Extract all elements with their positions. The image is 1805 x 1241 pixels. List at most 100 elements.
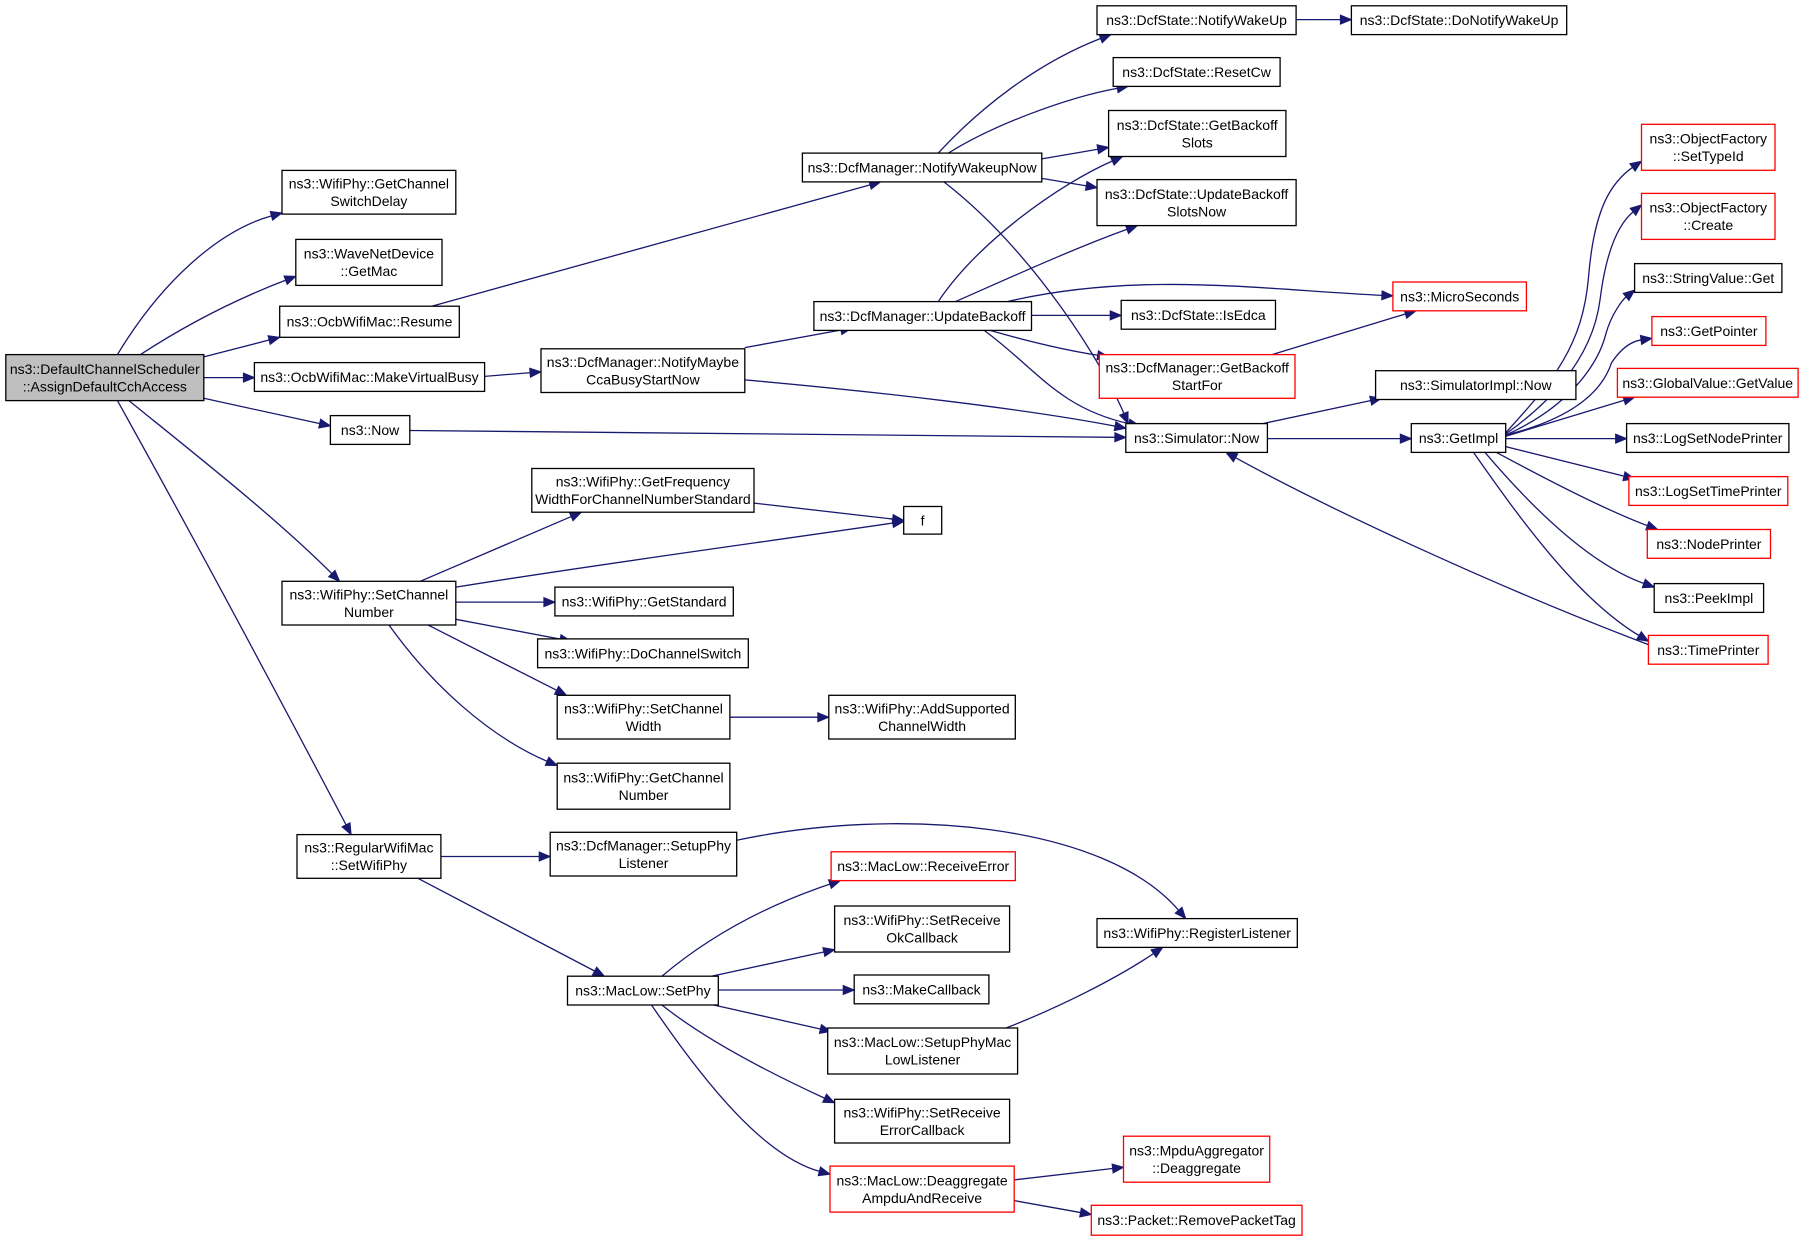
edge-line — [650, 1004, 821, 1173]
node-updateBackoff[interactable]: ns3::DcfManager::UpdateBackoff — [813, 300, 1033, 332]
node-label: ns3::DcfManager::NotifyWakeupNow — [808, 160, 1038, 176]
arrowhead-icon — [1109, 156, 1124, 166]
node-setTypeId[interactable]: ns3::ObjectFactory::SetTypeId — [1640, 123, 1776, 171]
node-box — [329, 414, 411, 446]
node-ocbMakeVirtualBusy[interactable]: ns3::OcbWifiMac::MakeVirtualBusy — [253, 361, 486, 393]
node-getPointer[interactable]: ns3::GetPointer — [1651, 315, 1767, 347]
arrowhead-icon — [842, 984, 856, 996]
node-getFreqWidth[interactable]: ns3::WifiPhy::GetFrequencyWidthForChanne… — [531, 467, 755, 513]
node-label: ns3::WifiPhy::AddSupported — [835, 700, 1010, 716]
node-doChannelSwitch[interactable]: ns3::WifiPhy::DoChannelSwitch — [536, 638, 749, 669]
node-box — [281, 580, 457, 626]
node-timePrinter[interactable]: ns3::TimePrinter — [1647, 634, 1769, 665]
edge-line — [388, 624, 549, 763]
arrowhead-icon — [553, 685, 568, 696]
node-label: ns3::DefaultChannelScheduler — [10, 361, 200, 377]
arrowhead-icon — [269, 210, 284, 222]
node-box — [1350, 5, 1568, 36]
edge-line — [744, 379, 1117, 427]
node-label: ::AssignDefaultCchAccess — [23, 378, 187, 394]
node-label: ns3::DcfManager::UpdateBackoff — [820, 308, 1026, 324]
node-waveGetMac[interactable]: ns3::WaveNetDevice::GetMac — [295, 238, 443, 287]
node-microSeconds[interactable]: ns3::MicroSeconds — [1392, 281, 1528, 312]
node-label: ns3::WifiPhy::GetFrequency — [556, 474, 730, 490]
edge-updateBackoff-to-getBackoffStartFor — [989, 329, 1110, 361]
node-f[interactable]: f — [903, 505, 943, 535]
node-macLowSetPhy[interactable]: ns3::MacLow::SetPhy — [566, 975, 719, 1006]
node-logSetNodePrinter[interactable]: ns3::LogSetNodePrinter — [1625, 422, 1790, 454]
node-simulatorNow[interactable]: ns3::Simulator::Now — [1125, 422, 1269, 454]
node-notifyWakeupNow[interactable]: ns3::DcfManager::NotifyWakeupNow — [801, 152, 1043, 183]
node-label: ns3::GetImpl — [1419, 430, 1498, 446]
edge-line — [1234, 456, 1649, 646]
edge-line — [661, 883, 832, 977]
edge-setupPhyListener-to-registerListener — [736, 823, 1187, 920]
node-mpduDeaggregate[interactable]: ns3::MpduAggregator::Deaggregate — [1122, 1135, 1271, 1183]
edge-line — [1484, 451, 1646, 585]
node-globalValueGetValue[interactable]: ns3::GlobalValue::GetValue — [1616, 367, 1799, 398]
node-objFactoryCreate[interactable]: ns3::ObjectFactory::Create — [1640, 192, 1776, 241]
node-label: ChannelWidth — [878, 718, 966, 734]
node-label: ::SetWifiPhy — [331, 857, 407, 873]
node-peekImpl[interactable]: ns3::PeekImpl — [1653, 582, 1765, 614]
arrowhead-icon — [822, 946, 836, 958]
node-label: ns3::MakeCallback — [862, 981, 981, 997]
node-getStandard[interactable]: ns3::WifiPhy::GetStandard — [554, 586, 734, 617]
node-label: ::Create — [1683, 217, 1733, 233]
node-isEdca[interactable]: ns3::DcfState::IsEdca — [1120, 299, 1277, 330]
edge-line — [989, 329, 1099, 357]
node-makeCallback[interactable]: ns3::MakeCallback — [853, 974, 990, 1005]
node-registerListener[interactable]: ns3::WifiPhy::RegisterListener — [1096, 917, 1298, 949]
node-box — [296, 833, 442, 879]
edge-macLowSetPhy-to-setReceiveOkCallback — [711, 946, 836, 977]
node-box — [1640, 123, 1776, 171]
node-box — [828, 694, 1016, 740]
node-label: OkCallback — [886, 930, 959, 946]
node-now[interactable]: ns3::Now — [329, 414, 411, 446]
node-stringValueGet[interactable]: ns3::StringValue::Get — [1633, 262, 1783, 294]
edge-line — [455, 618, 562, 640]
node-label: ns3::GlobalValue::GetValue — [1622, 375, 1793, 391]
node-resetCw[interactable]: ns3::DcfState::ResetCw — [1112, 56, 1281, 88]
node-notifyWakeUp[interactable]: ns3::DcfState::NotifyWakeUp — [1096, 5, 1297, 36]
nodes-layer: ns3::DefaultChannelScheduler::AssignDefa… — [5, 5, 1799, 1236]
arrowhead-icon — [1111, 1163, 1125, 1174]
node-label: ns3::DcfManager::NotifyMaybe — [547, 354, 739, 370]
node-simulatorImplNow[interactable]: ns3::SimulatorImpl::Now — [1374, 370, 1577, 401]
node-box — [5, 353, 205, 402]
node-removePacketTag[interactable]: ns3::Packet::RemovePacketTag — [1090, 1204, 1303, 1236]
node-ocbResume[interactable]: ns3::OcbWifiMac::Resume — [279, 305, 460, 338]
arrowhead-icon — [591, 966, 606, 977]
node-receiveError[interactable]: ns3::MacLow::ReceiveError — [830, 851, 1016, 882]
node-label: ns3::LogSetNodePrinter — [1633, 430, 1783, 446]
node-label: ns3::Packet::RemovePacketTag — [1097, 1212, 1295, 1228]
node-getImpl[interactable]: ns3::GetImpl — [1410, 422, 1507, 454]
edge-line — [937, 37, 1102, 154]
edge-getImpl-to-nodePrinter — [1496, 451, 1659, 531]
edge-line — [409, 429, 1116, 438]
node-box — [281, 169, 457, 215]
node-label: SlotsNow — [1167, 203, 1227, 219]
node-label: ns3::MacLow::Deaggregate — [836, 1172, 1007, 1188]
node-label: ns3::WifiPhy::DoChannelSwitch — [544, 645, 741, 661]
node-logSetTimePrinter[interactable]: ns3::LogSetTimePrinter — [1628, 475, 1789, 507]
node-notifyMaybeCca[interactable]: ns3::DcfManager::NotifyMaybeCcaBusyStart… — [540, 348, 746, 394]
node-box — [833, 905, 1011, 953]
node-label: ns3::DcfManager::SetupPhy — [556, 837, 731, 853]
node-nodePrinter[interactable]: ns3::NodePrinter — [1646, 528, 1772, 559]
node-setWifiPhy[interactable]: ns3::RegularWifiMac::SetWifiPhy — [296, 833, 442, 879]
node-doNotifyWakeUp[interactable]: ns3::DcfState::DoNotifyWakeUp — [1350, 5, 1568, 36]
